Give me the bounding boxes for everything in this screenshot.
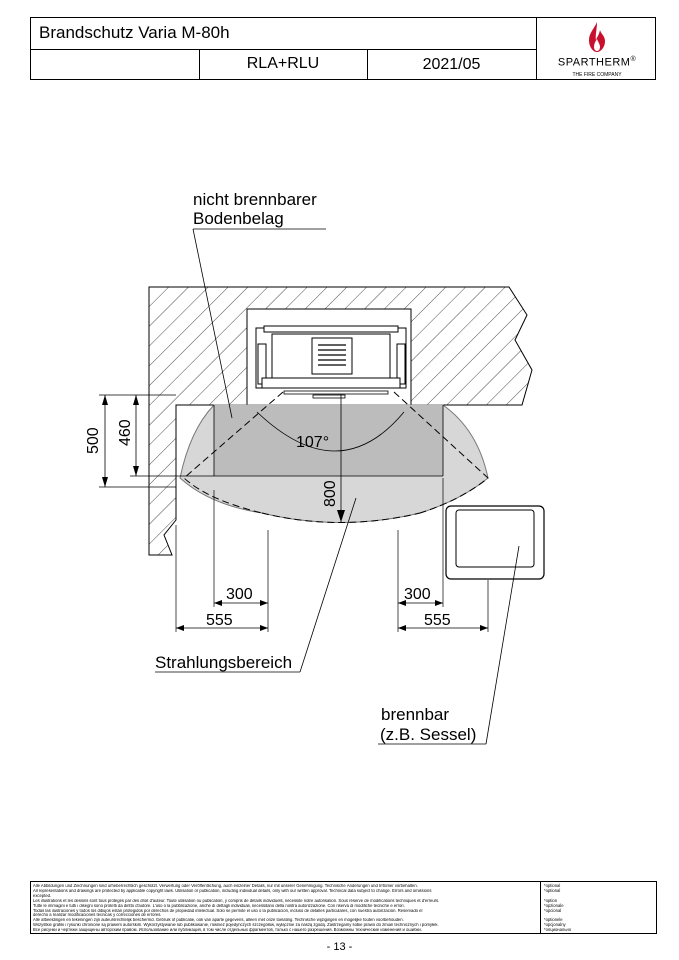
optional-notes: *optional *optional *option *opzionale *… <box>544 883 572 933</box>
divider <box>536 18 537 80</box>
optional-line: *optionele <box>544 917 563 923</box>
floor-covering-label-line2: Bodenbelag <box>193 209 284 228</box>
brand-tagline: THE FIRE COMPANY <box>572 72 622 78</box>
dimension-lines-left <box>99 394 214 488</box>
dimension-555-left: 555 <box>206 612 233 629</box>
model-code: RLA+RLU <box>246 55 320 72</box>
optional-line: *opcional <box>544 907 562 913</box>
optional-line: *option <box>544 897 558 903</box>
legal-line: All representations and drawings are pro… <box>33 888 432 893</box>
optional-line: *опционально <box>544 927 572 933</box>
angle-label: 107° <box>296 434 329 451</box>
stove <box>255 325 407 399</box>
dimension-300-right: 300 <box>404 586 431 603</box>
radiation-zone-label: Strahlungsbereich <box>155 653 292 672</box>
dimension-lines-bottom <box>175 478 489 632</box>
legal-line: Tutte le immagini e tutti i disegni sono… <box>33 903 405 908</box>
radiation-zone <box>179 391 489 523</box>
divider <box>367 49 368 80</box>
leader-lines <box>155 228 520 745</box>
optional-line: *opcjonalny <box>544 922 566 928</box>
legal-line: Alle afbeeldingen en tekeningen zijn aut… <box>33 918 404 923</box>
legal-line: Wszystkie grafiki i rysunki chronione są… <box>33 923 439 928</box>
legal-line: Les illustrations et les dessins sont to… <box>33 898 440 903</box>
combustible-label-line1: brennbar <box>381 705 449 724</box>
legal-line: excepted. <box>33 893 52 898</box>
optional-line: *optional <box>544 883 561 888</box>
legal-text: Alle Abbildungen und Zeichnungen sind ur… <box>33 884 538 933</box>
dimension-800: 800 <box>322 480 339 507</box>
divider <box>199 49 200 80</box>
dimension-555-right: 555 <box>424 612 451 629</box>
optional-line: *opzionale <box>544 902 564 908</box>
divider <box>540 882 541 933</box>
armchair <box>445 505 545 580</box>
optional-line: *optional <box>544 887 561 893</box>
title-block: Brandschutz Varia M-80h RLA+RLU 2021/05 … <box>30 17 656 80</box>
dimension-500: 500 <box>85 427 102 454</box>
page-number: - 13 - <box>326 941 353 953</box>
floor-covering-label-line1: nicht brennbarer <box>193 190 317 209</box>
legal-line: Alle Abbildungen und Zeichnungen sind ur… <box>33 884 418 888</box>
dimension-460: 460 <box>117 419 134 446</box>
flame-logo-icon <box>589 22 605 52</box>
document-date: 2021/05 <box>422 56 481 73</box>
divider <box>31 49 536 50</box>
legal-notice-box: Alle Abbildungen und Zeichnungen sind ur… <box>30 881 657 934</box>
legal-line: derecho a realizar modificaciones técnic… <box>33 913 162 918</box>
combustible-label-line2: (z.B. Sessel) <box>380 725 476 744</box>
brand-name: SPARTHERM® <box>557 56 637 69</box>
legal-line: Все рисунки и чертежи защищены авторским… <box>33 928 422 933</box>
document-title: Brandschutz Varia M-80h <box>39 23 230 42</box>
dimension-300-left: 300 <box>226 586 253 603</box>
legal-line: Todas las ilustraciones y todos los dibu… <box>33 908 423 913</box>
